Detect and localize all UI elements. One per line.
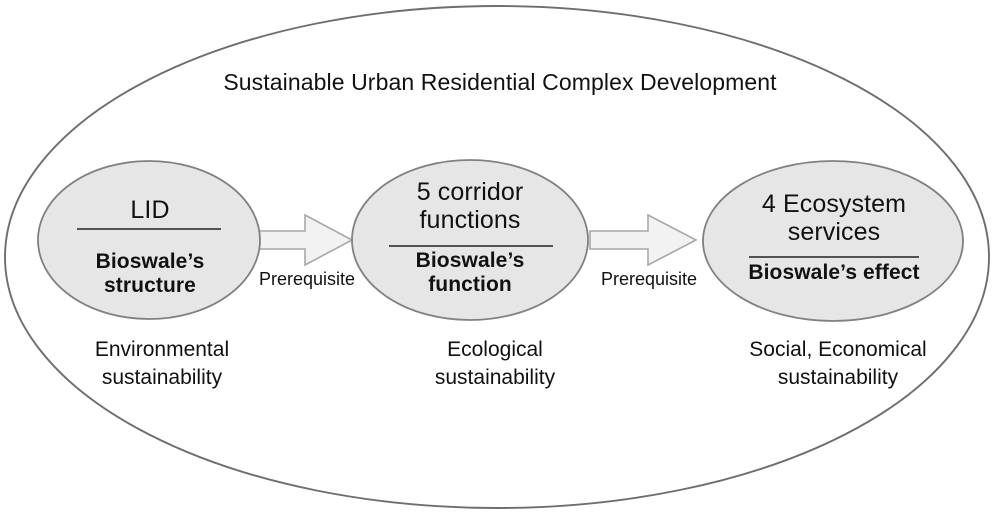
node-lid-bottom-label: Bioswale’s structure — [95, 250, 205, 297]
node-ecosystem-services-ellipse[interactable] — [702, 160, 964, 322]
node-ecosystem-services-top-label: 4 Ecosystem services — [761, 190, 907, 246]
diagram-title: Sustainable Urban Residential Complex De… — [223, 69, 777, 95]
node-corridor-functions-ellipse[interactable] — [351, 159, 589, 321]
node-ecosystem-services-bottom-label: Bioswale’s effect — [748, 261, 920, 284]
node-lid-ellipse[interactable] — [37, 160, 261, 320]
arrow-2-shape — [589, 213, 698, 267]
node-lid-top-label: LID — [130, 196, 170, 224]
node-lid-caption: Environmental sustainability — [94, 338, 230, 389]
node-corridor-functions-top-label: 5 corridor functions — [416, 178, 524, 234]
arrow-1-label: Prerequisite — [258, 269, 356, 289]
node-corridor-functions-bottom-label: Bioswale’s function — [415, 249, 525, 296]
arrow-2-label: Prerequisite — [600, 269, 698, 289]
node-ecosystem-services-caption: Social, Economical sustainability — [749, 338, 927, 389]
node-corridor-functions-caption: Ecological sustainability — [434, 338, 556, 389]
